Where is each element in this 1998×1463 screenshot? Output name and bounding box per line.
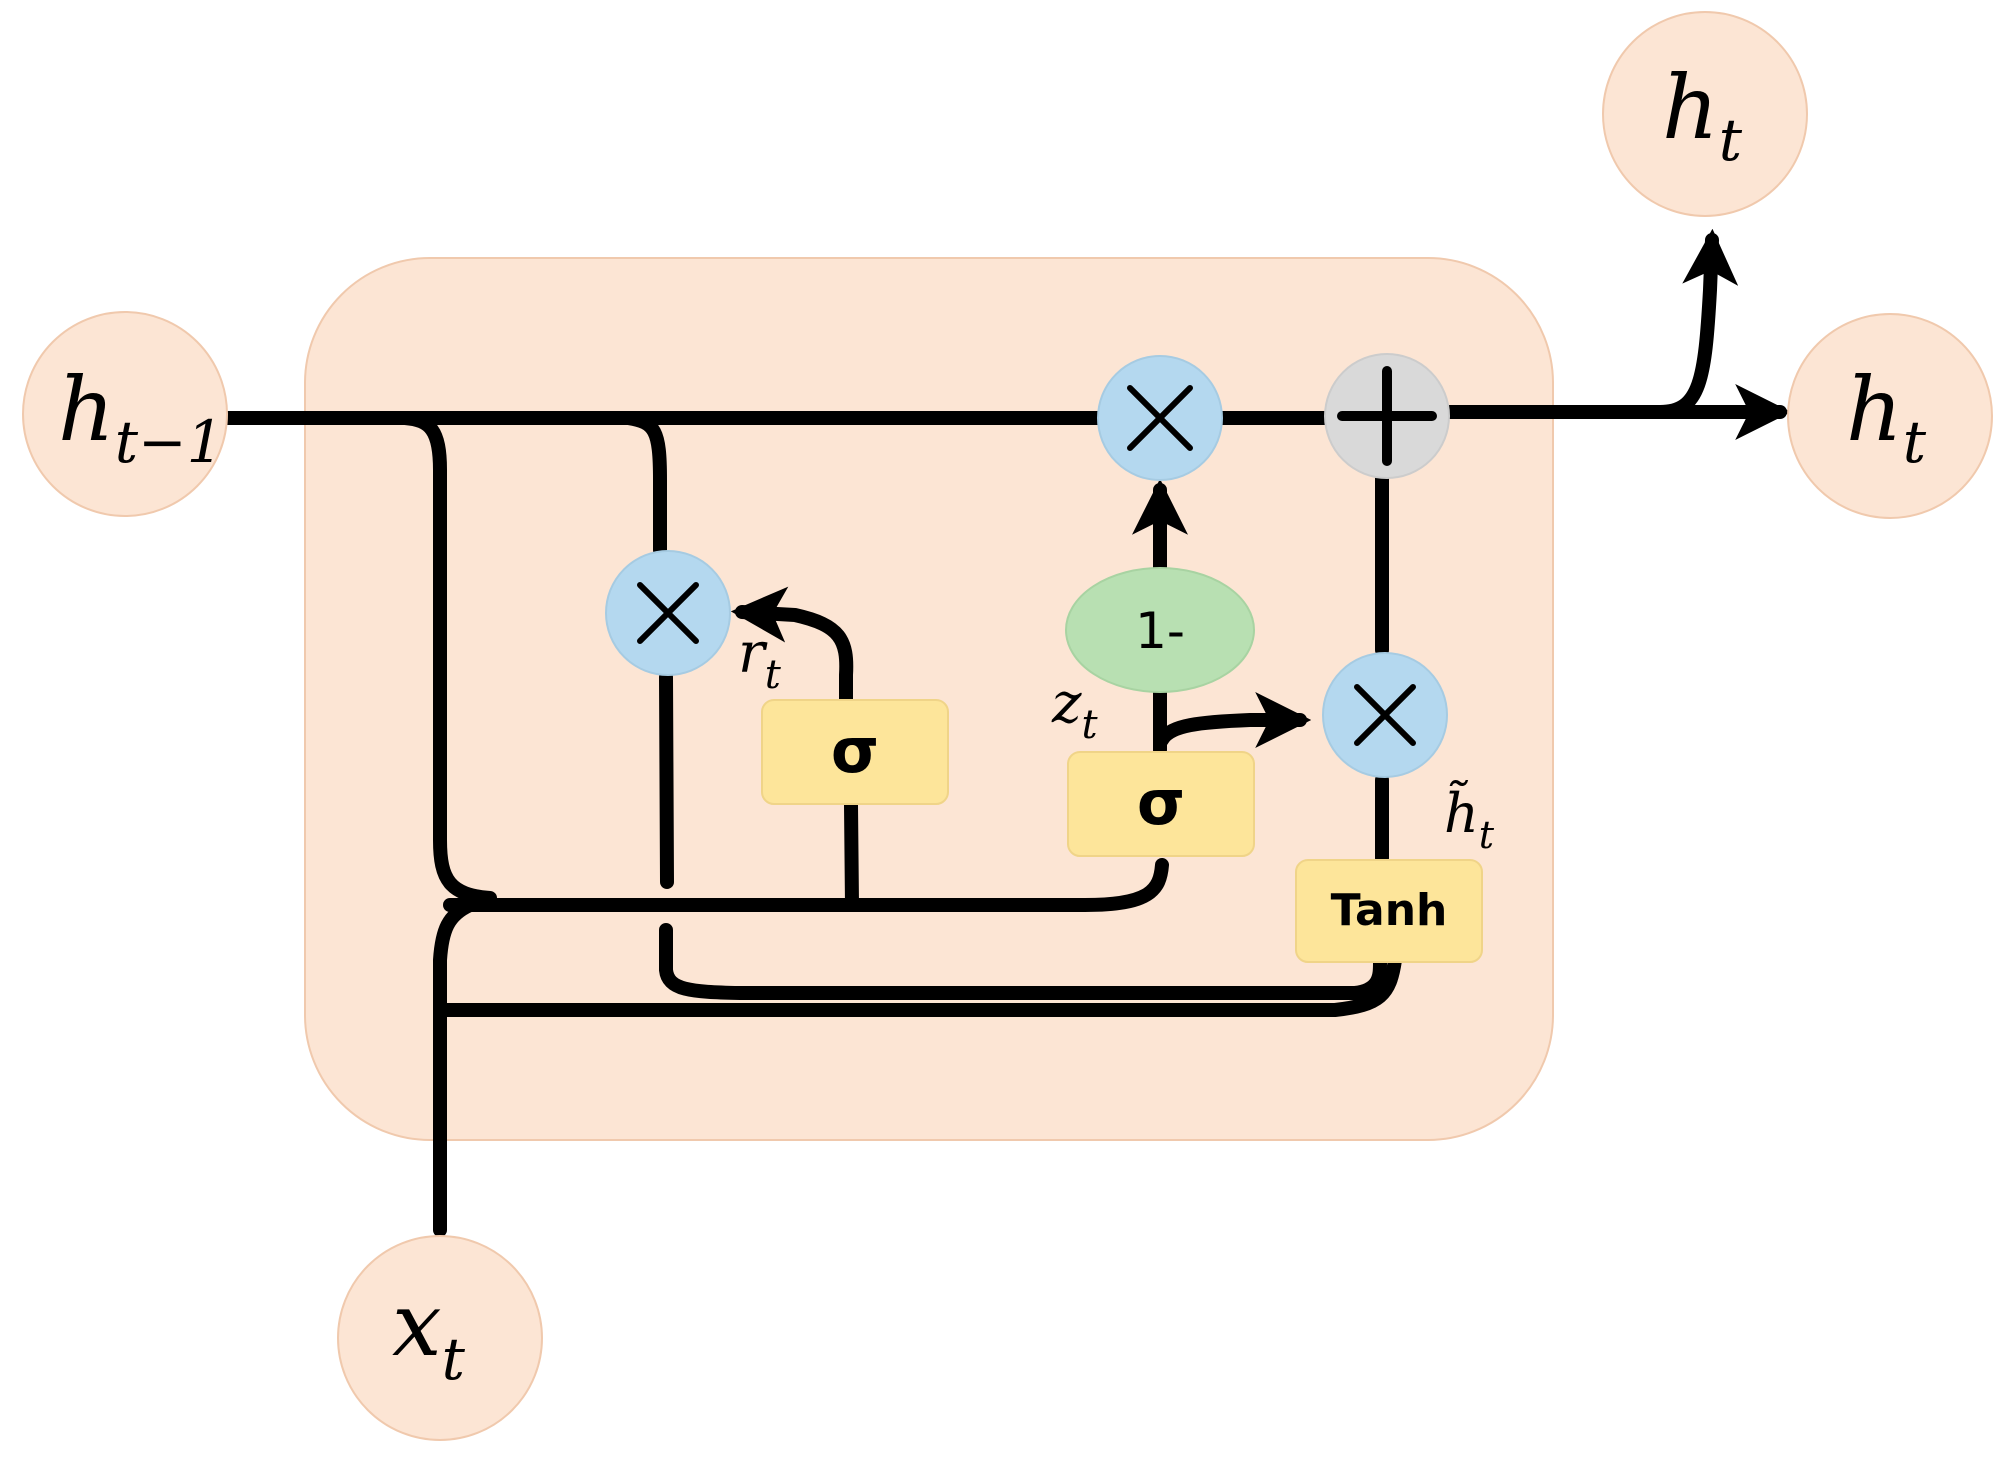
reset-multiply-op (605, 550, 731, 676)
h-output-top: ht (1602, 11, 1808, 217)
svg-text:xt: xt (392, 1273, 466, 1393)
svg-text:ht−1: ht−1 (58, 358, 224, 476)
x-sub: t (442, 1325, 466, 1393)
update-gate-label: σ (1137, 766, 1185, 839)
z-label-sub: t (1082, 702, 1099, 748)
reset-gate-feed (844, 798, 859, 912)
x-to-tanh-bus (433, 953, 1402, 1017)
h-tilde-label-sub: t (1479, 813, 1495, 857)
h-output-right: ht (1787, 313, 1993, 519)
svg-text:ht: ht (1662, 56, 1743, 174)
update-multiply-op (1097, 355, 1223, 481)
r-label-base: r (738, 621, 768, 686)
h-prev-drop-outer (398, 411, 497, 905)
h-prev-input: ht−1 (22, 311, 228, 517)
reset-gate-out (730, 586, 854, 707)
x-base: x (392, 1273, 442, 1376)
h-out-line-up (1653, 228, 1739, 419)
candidate-gate-label: Tanh (1331, 885, 1448, 936)
h-tilde-label-base: h̃ (1444, 779, 1479, 845)
svg-text:zt: zt (1051, 671, 1099, 748)
reset-gate-label: σ (831, 714, 879, 787)
reset-gate-box: σ (761, 699, 949, 805)
h-prev-drop-inner (621, 411, 667, 557)
candidate-gate-box: Tanh (1295, 859, 1483, 963)
x-input: xt (337, 1235, 543, 1441)
add-op (1324, 353, 1450, 479)
h-out-right-sub: t (1903, 408, 1927, 476)
svg-text:h̃t: h̃t (1444, 779, 1495, 857)
z-label-base: z (1051, 671, 1082, 736)
x-line (433, 898, 477, 1237)
h-out-top-base: h (1662, 56, 1719, 159)
h-prev-sub: t−1 (115, 408, 224, 476)
h-out-top-sub: t (1719, 106, 1743, 174)
one-minus-op: 1- (1065, 567, 1255, 693)
svg-text:rt: rt (738, 621, 782, 698)
h-out-right-base: h (1846, 358, 1903, 461)
r-label-sub: t (765, 652, 782, 698)
update-gate-box: σ (1067, 751, 1255, 857)
h-prev-base: h (58, 358, 115, 461)
update-gate-right (1155, 692, 1312, 748)
reset-mult-out (659, 670, 674, 889)
candidate-multiply-op (1322, 652, 1448, 778)
svg-text:ht: ht (1846, 358, 1927, 476)
bus-to-gates (443, 858, 1169, 912)
reset-to-tanh (659, 923, 1387, 1000)
one-minus-label: 1- (1135, 602, 1185, 660)
